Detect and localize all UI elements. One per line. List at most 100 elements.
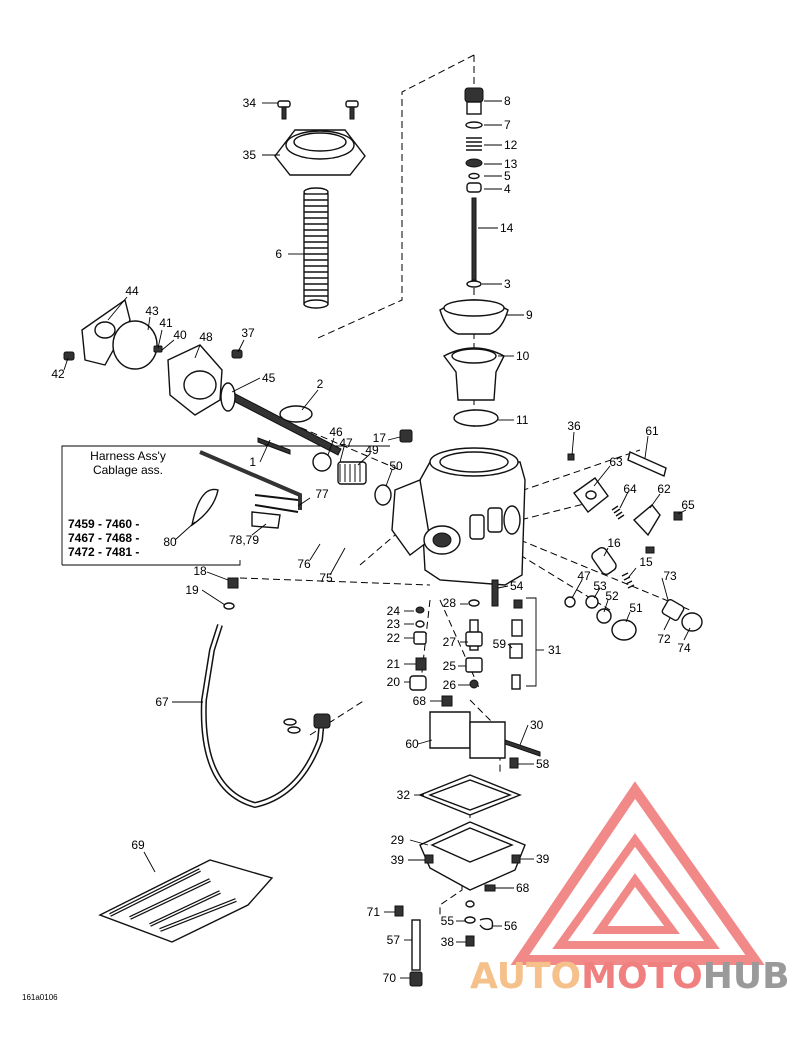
tool-kit-69 (98, 859, 274, 943)
callout-label: 70 (383, 971, 397, 985)
callout-label: 6 (275, 247, 282, 261)
harness-title-line1: Harness Ass'y (90, 449, 166, 463)
callout-label: 13 (504, 157, 518, 171)
callout-label: 80 (163, 535, 177, 549)
callout-label: 60 (405, 737, 419, 751)
choke-lever-assembly (564, 451, 703, 641)
rod-61 (627, 451, 667, 477)
callout-label: 75 (319, 571, 333, 585)
callout-label: 71 (367, 905, 381, 919)
leader-lines (63, 100, 691, 979)
callout-label: 17 (373, 431, 387, 445)
callout-label: 16 (607, 536, 621, 550)
callout-label: 15 (639, 555, 653, 569)
callout-label: 63 (609, 455, 623, 469)
callout-label: 3 (504, 277, 511, 291)
screw-34a (277, 100, 291, 120)
callout-label: 57 (387, 933, 401, 947)
throttle-shaft-assembly (63, 298, 392, 506)
callout-label: 51 (629, 601, 643, 615)
callout-label: 12 (504, 138, 518, 152)
slide-spring (303, 187, 329, 309)
callout-label: 58 (536, 757, 550, 771)
callout-label: 18 (193, 564, 207, 578)
callout-label: 32 (397, 788, 411, 802)
callout-label: 35 (243, 148, 257, 162)
callout-label: 26 (443, 678, 457, 692)
callout-label: 68 (413, 694, 427, 708)
watermark-brand: AUTOMOTOHUB (470, 956, 790, 997)
callout-label: 14 (500, 221, 514, 235)
callout-label: 10 (516, 349, 530, 363)
callout-label: 44 (125, 284, 139, 298)
callout-label: 8 (504, 94, 511, 108)
watermark-part-hub: HUB (703, 956, 790, 997)
callout-label: 4 (504, 182, 511, 196)
drawing-code: 161a0106 (22, 993, 58, 1002)
callout-label: 78,79 (229, 533, 259, 547)
screw-34b (345, 100, 359, 120)
callout-label: 41 (159, 316, 173, 330)
callout-label: 74 (677, 641, 691, 655)
callout-label: 1 (249, 455, 256, 469)
callout-label: 64 (623, 482, 637, 496)
callout-label: 47 (577, 569, 591, 583)
callout-label: 47 (339, 436, 353, 450)
lever-62 (632, 504, 661, 537)
callout-label: 30 (530, 718, 544, 732)
callout-label: 29 (391, 833, 405, 847)
o-ring-11 (453, 409, 499, 427)
float-bowl-group (394, 711, 541, 987)
callout-label: 36 (567, 419, 581, 433)
callout-label: 20 (387, 675, 401, 689)
callout-label: 72 (657, 632, 671, 646)
callout-label: 67 (155, 695, 169, 709)
callout-label: 21 (387, 657, 401, 671)
harness-models-line1: 7459 - 7460 - (68, 517, 139, 531)
harness-parts (190, 450, 302, 529)
callout-label: 39 (391, 853, 405, 867)
harness-models-line3: 7472 - 7481 - (68, 545, 139, 559)
jets-group (223, 577, 523, 734)
callout-label: 56 (504, 919, 518, 933)
callout-label: 38 (441, 935, 455, 949)
callout-label: 52 (605, 589, 619, 603)
callout-label: 25 (443, 659, 457, 673)
callout-label: 22 (387, 631, 401, 645)
callout-label: 31 (548, 643, 562, 657)
callout-label: 53 (593, 579, 607, 593)
harness-assembly-box: Harness Ass'y Cablage ass. 7459 - 7460 -… (61, 445, 390, 566)
callout-label: 50 (389, 459, 403, 473)
pin-30 (504, 739, 541, 757)
gasket-43 (112, 320, 158, 370)
watermark-logo: AUTOMOTOHUB (470, 781, 790, 997)
needle-stack (439, 87, 509, 427)
callout-label: 61 (645, 424, 659, 438)
callout-label: 55 (441, 914, 455, 928)
float-right (469, 721, 506, 759)
float-left (429, 711, 471, 749)
callout-label: 69 (131, 838, 145, 852)
carburetor-body (391, 429, 526, 586)
callout-label: 68 (516, 881, 530, 895)
callout-label: 73 (663, 569, 677, 583)
callout-label: 11 (516, 413, 529, 427)
throttle-plate-2 (279, 405, 313, 423)
cap-17 (399, 429, 413, 443)
callout-label: 24 (387, 604, 401, 618)
callout-label: 46 (329, 425, 343, 439)
watermark-part-moto: MOTO (581, 956, 703, 997)
callout-label: 62 (657, 482, 671, 496)
harness-models-line2: 7467 - 7468 - (68, 531, 139, 545)
watermark-part-auto: AUTO (470, 956, 581, 997)
harness-title-line2: Cablage ass. (93, 463, 163, 477)
callout-label: 19 (185, 583, 199, 597)
throttle-cable-67 (200, 624, 331, 809)
callout-label: 9 (526, 308, 533, 322)
callout-label: 7 (504, 118, 511, 132)
callout-label: 23 (387, 617, 401, 631)
callout-label: 34 (243, 96, 257, 110)
